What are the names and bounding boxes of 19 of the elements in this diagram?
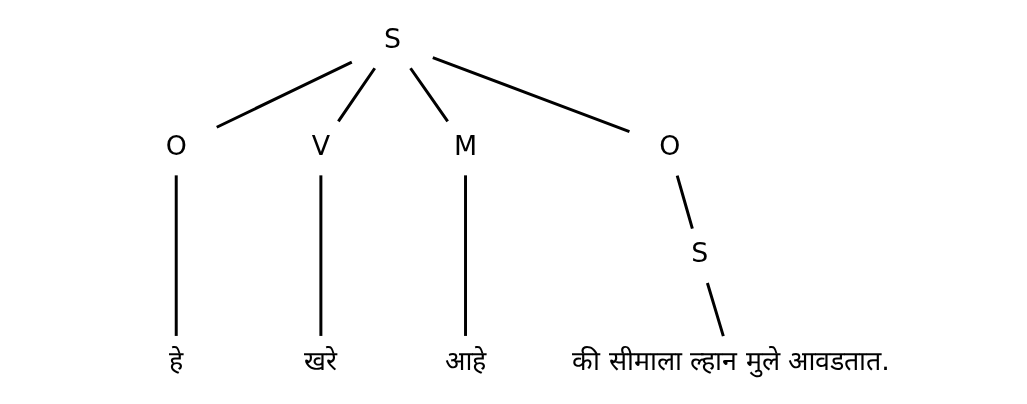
connector <box>431 56 630 134</box>
node-text: O <box>658 129 680 161</box>
node-text: खरे <box>303 344 337 376</box>
node-text: S <box>383 22 401 54</box>
connector <box>318 175 322 336</box>
connector <box>336 67 376 123</box>
node-text: आहे <box>444 344 486 376</box>
connector <box>408 67 449 123</box>
node-text: O <box>165 129 187 161</box>
connector <box>463 175 467 336</box>
node-text: M <box>453 129 477 161</box>
connector <box>675 175 694 230</box>
connector <box>705 282 725 337</box>
connector <box>174 175 178 336</box>
node-text: S <box>690 237 708 269</box>
node-text: की सीमाला ल्हान मुले आवडतात. <box>571 344 890 376</box>
node-text: हे <box>168 344 183 376</box>
connector <box>215 60 352 129</box>
node-text: V <box>311 129 330 161</box>
